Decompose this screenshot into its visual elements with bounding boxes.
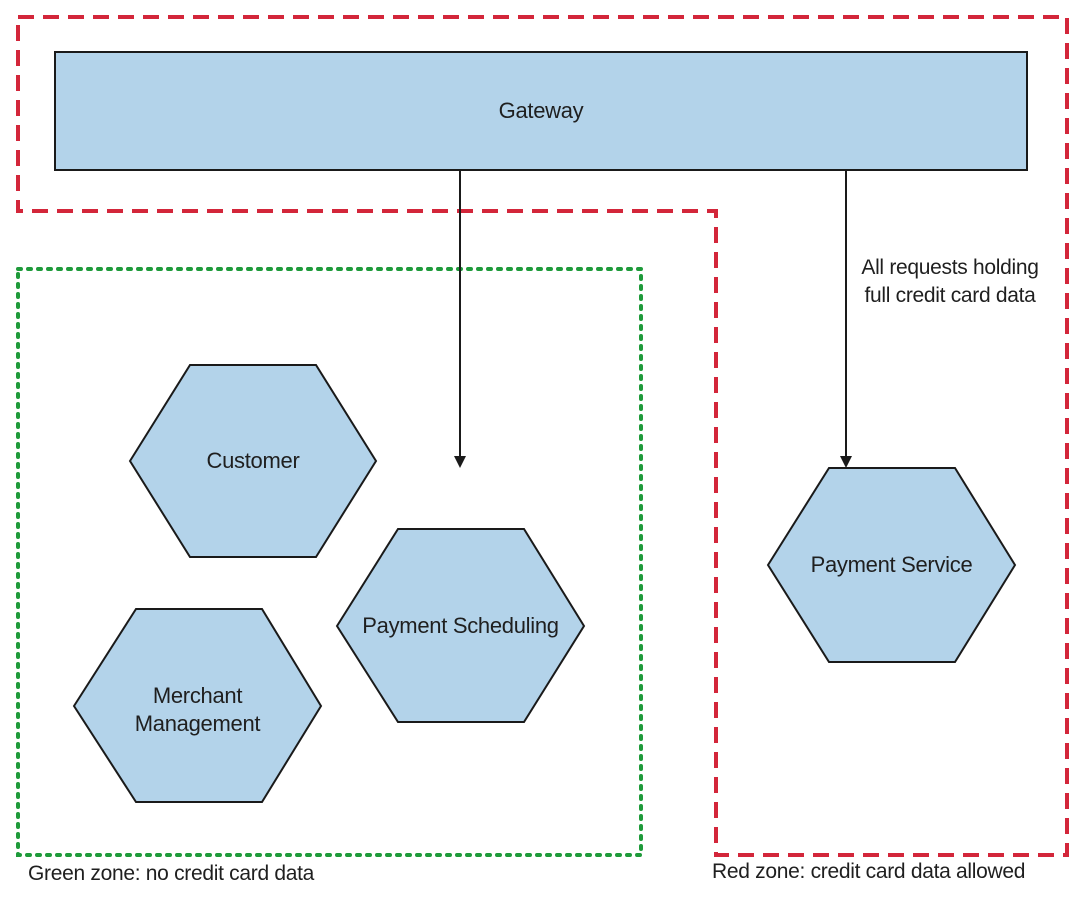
merchant-management-label: Merchant Management bbox=[74, 680, 321, 740]
customer-hexagon bbox=[128, 364, 378, 558]
green-zone-boundary bbox=[16, 267, 643, 857]
merchant-management-label-line2: Management bbox=[134, 711, 261, 736]
payment-scheduling-label-text: Payment Scheduling bbox=[362, 613, 559, 638]
payment-service-label: Payment Service bbox=[768, 545, 1015, 585]
merchant-management-hexagon bbox=[72, 608, 323, 803]
merchant-management-label-line1: Merchant bbox=[152, 683, 243, 708]
red-zone-caption: Red zone: credit card data allowed bbox=[712, 860, 1026, 883]
green-zone-caption: Green zone: no credit card data bbox=[28, 862, 315, 885]
gateway-box bbox=[54, 51, 1028, 171]
payment-service-hexagon bbox=[766, 467, 1017, 663]
red-zone-boundary bbox=[16, 15, 1069, 857]
payment-scheduling-hexagon bbox=[335, 528, 586, 723]
payment-service-label-text: Payment Service bbox=[810, 552, 973, 577]
edge-label-line2: full credit card data bbox=[864, 284, 1036, 307]
gateway-label-text: Gateway bbox=[498, 98, 584, 123]
customer-label: Customer bbox=[130, 441, 376, 481]
customer-label-text: Customer bbox=[206, 448, 300, 473]
payment-scheduling-label: Payment Scheduling bbox=[337, 606, 584, 646]
gateway-label: Gateway bbox=[55, 52, 1027, 170]
edge-label-line1: All requests holding bbox=[861, 256, 1039, 279]
payment-service-edge-label: All requests holding full credit card da… bbox=[846, 254, 1054, 310]
